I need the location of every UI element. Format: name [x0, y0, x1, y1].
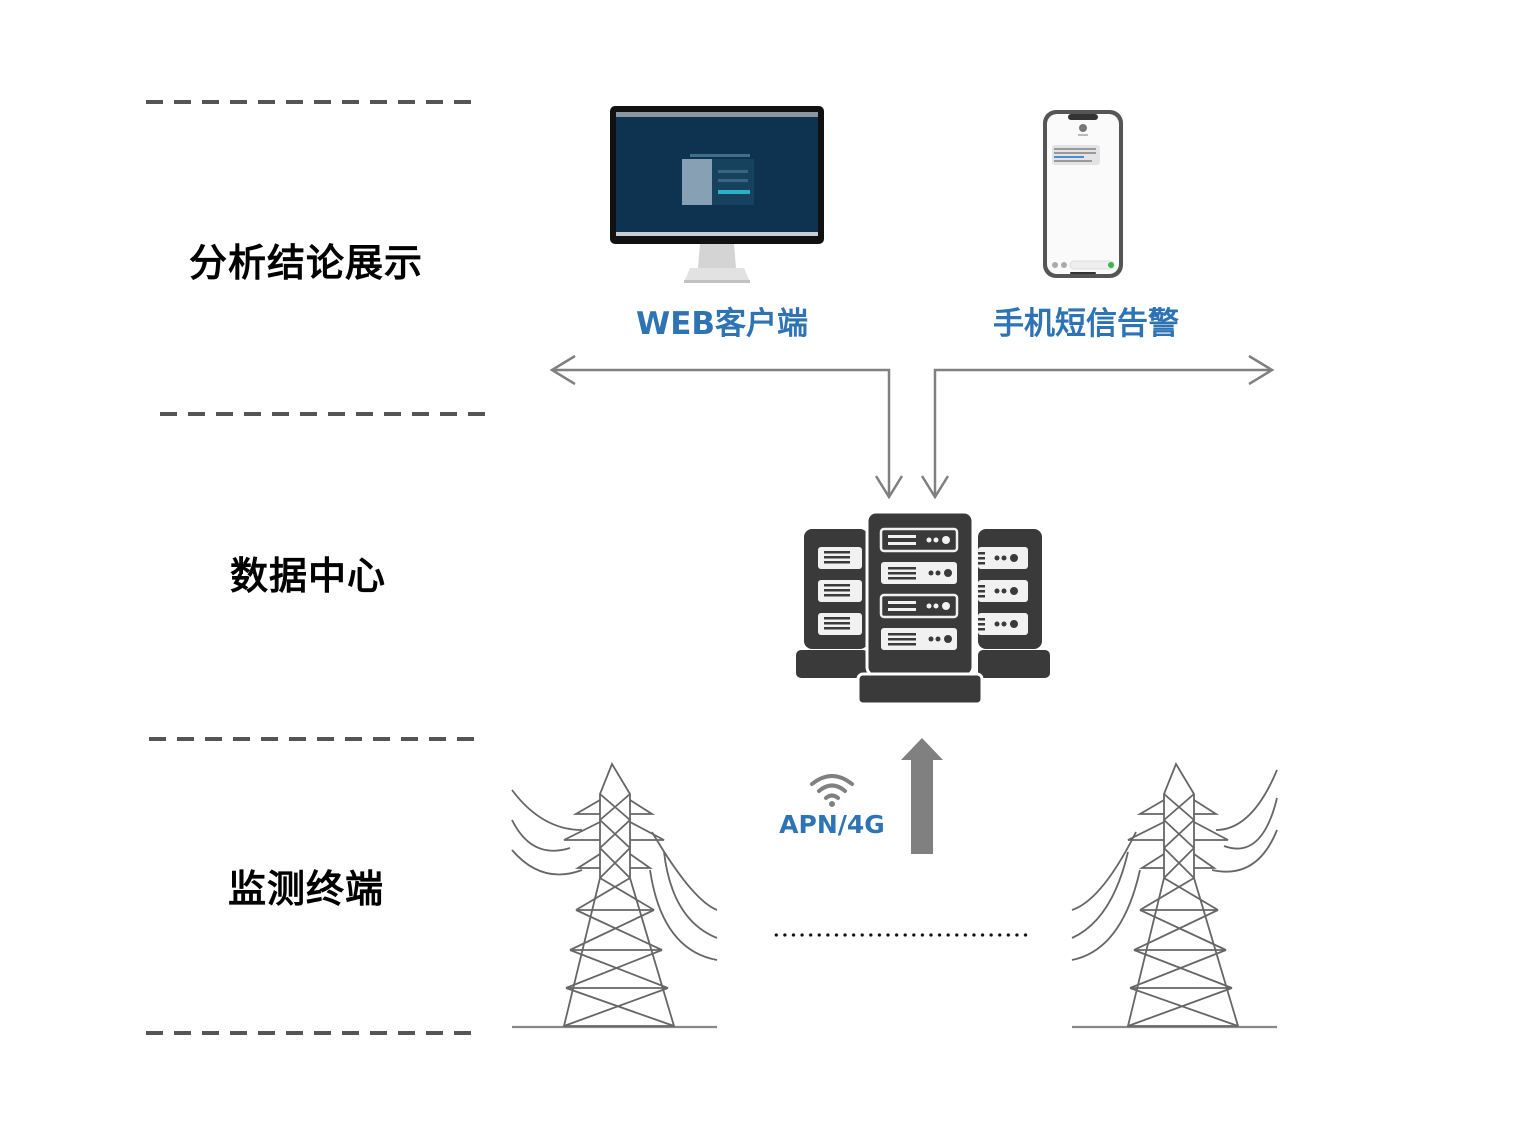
layer-divider-1	[160, 412, 486, 416]
wifi-signal-icon	[810, 774, 854, 807]
sms-alert-label: 手机短信告警	[993, 306, 1179, 342]
arrow-to-web-client	[552, 368, 891, 497]
upload-arrow	[901, 738, 943, 854]
layer-label-datacenter: 数据中心	[229, 554, 387, 598]
arrowhead-right	[1248, 354, 1275, 386]
network-label: APN/4G	[779, 810, 885, 839]
transmission-tower-icon	[1071, 761, 1278, 1029]
smartphone-icon	[1043, 110, 1123, 278]
layer-label-presentation: 分析结论展示	[188, 241, 424, 285]
desktop-monitor-icon	[610, 106, 824, 283]
arrow-to-sms-alert	[933, 368, 1272, 497]
transmission-tower-icon	[511, 761, 718, 1029]
arrowhead-left	[549, 354, 576, 386]
layer-divider-bottom	[146, 1031, 472, 1035]
arrowhead-down-left	[874, 475, 904, 500]
layer-label-terminal: 监测终端	[227, 867, 385, 911]
layer-divider-2	[149, 737, 475, 741]
web-client-label: WEB客户端	[636, 306, 808, 342]
more-terminals-ellipsis	[772, 933, 1030, 937]
arrowhead-down-right	[920, 475, 950, 500]
server-rack-icon	[796, 510, 1050, 706]
layer-divider-top	[146, 100, 472, 104]
